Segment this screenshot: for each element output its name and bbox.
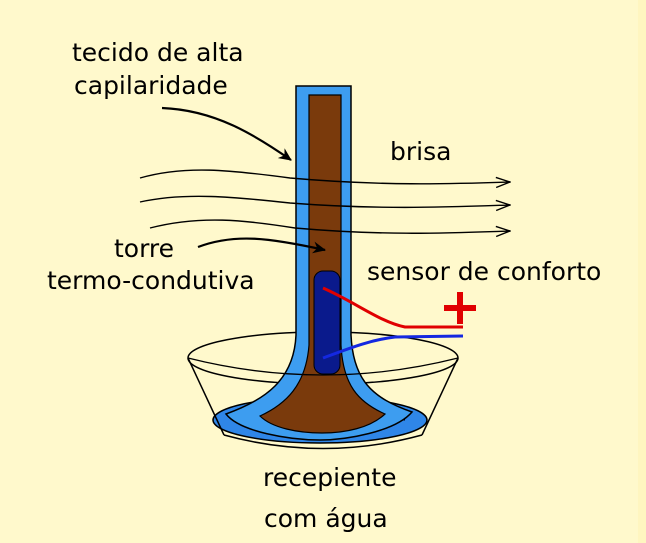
container-wall-left: [187, 357, 225, 436]
page-edge: [638, 0, 646, 543]
tower-label-line2: termo-condutiva: [47, 266, 255, 295]
positive-wire: [322, 286, 463, 329]
container-bottom: [223, 434, 423, 450]
container-label-line2: com água: [264, 504, 388, 533]
fabric-label-line2: capilaridade: [74, 71, 228, 100]
breeze-arrow-2: [139, 195, 510, 207]
breeze-arrow-1: [139, 169, 510, 184]
comfort-sensor-probe: [313, 270, 341, 375]
sensor-label: sensor de conforto: [367, 257, 602, 286]
container-rim-front: [187, 357, 459, 376]
tower-label-line1: torre: [114, 234, 175, 263]
tower-pointer-arrow: [197, 237, 326, 254]
fabric-label-line1: tecido de alta: [72, 38, 244, 67]
container-wall-right: [421, 357, 459, 436]
negative-wire: [322, 334, 464, 360]
plus-sign-icon: [444, 292, 476, 324]
tower-core: [258, 94, 387, 434]
fabric-pointer-arrow: [161, 106, 292, 161]
breeze-arrow-3: [149, 219, 510, 233]
breeze-label: brisa: [390, 137, 452, 166]
container-label-line1: recepiente: [263, 463, 397, 492]
